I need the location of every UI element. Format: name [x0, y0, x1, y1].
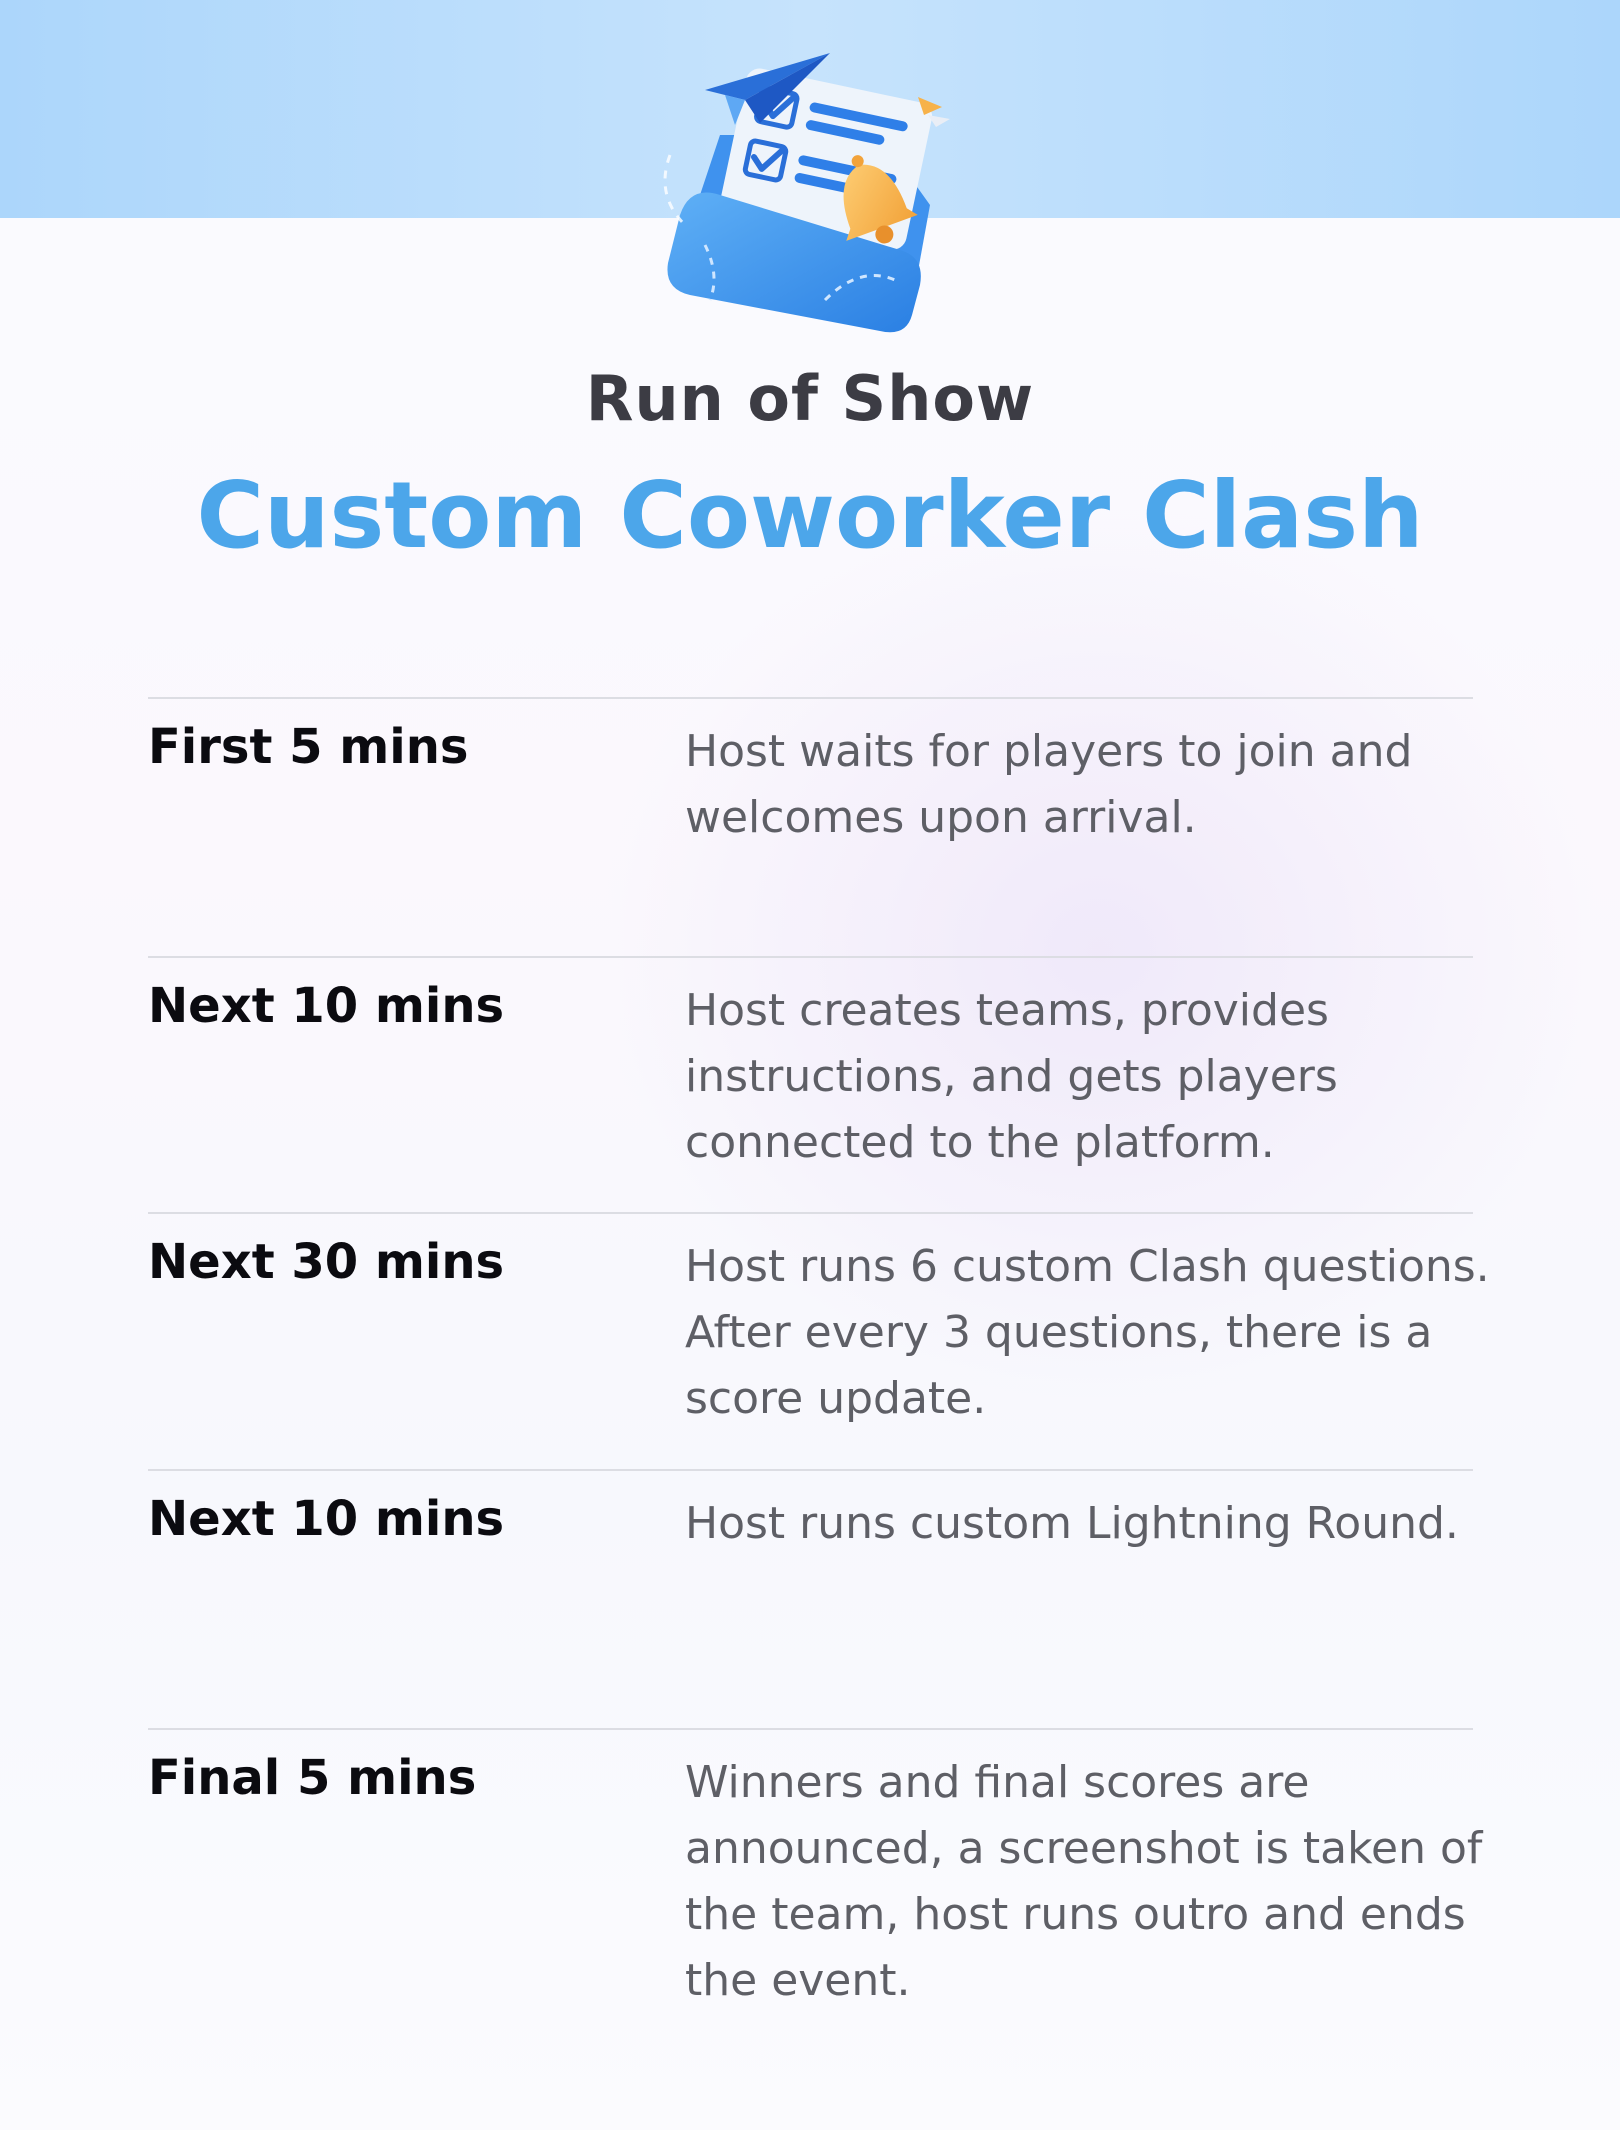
checklist-envelope-icon — [663, 53, 950, 333]
description: Host runs 6 custom Clash questions. Afte… — [685, 1241, 1490, 1424]
time-label: Next 30 mins — [148, 1234, 505, 1290]
description: Host runs custom Lightning Round. — [685, 1498, 1459, 1549]
schedule-row: Next 10 mins Host runs custom Lightning … — [148, 1469, 1473, 1728]
schedule-table: First 5 mins Host waits for players to j… — [148, 697, 1490, 2030]
time-label: Next 10 mins — [148, 1491, 505, 1547]
schedule-row: Next 30 mins Host runs 6 custom Clash qu… — [148, 1212, 1490, 1469]
time-label: Final 5 mins — [148, 1750, 477, 1806]
page-title: Custom Coworker Clash — [196, 462, 1424, 569]
description: Host creates teams, provides instruction… — [685, 985, 1338, 1168]
schedule-row: First 5 mins Host waits for players to j… — [148, 697, 1473, 956]
time-label: Next 10 mins — [148, 978, 505, 1034]
schedule-row: Final 5 mins Winners and final scores ar… — [148, 1728, 1482, 2030]
page-subtitle: Run of Show — [585, 362, 1035, 435]
description: Host waits for players to join and welco… — [685, 726, 1413, 843]
schedule-row: Next 10 mins Host creates teams, provide… — [148, 956, 1473, 1212]
description: Winners and final scores are announced, … — [685, 1757, 1483, 2006]
time-label: First 5 mins — [148, 719, 469, 775]
